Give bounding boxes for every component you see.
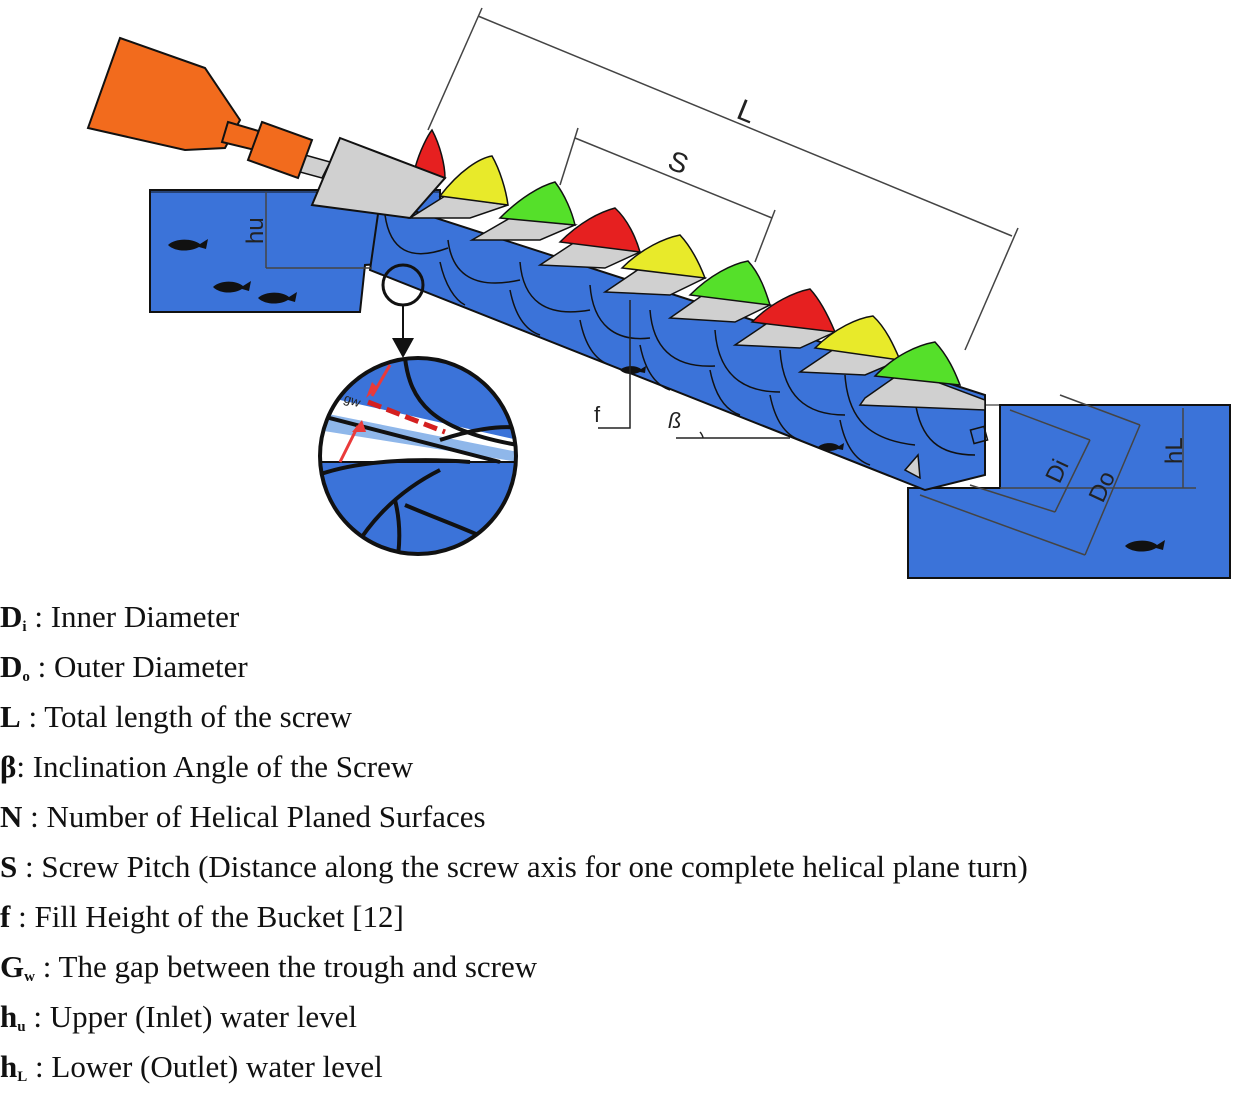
legend-symbol-subscript: L xyxy=(17,1069,28,1085)
legend-symbol: hL xyxy=(0,1049,28,1085)
legend-separator: : xyxy=(29,649,55,684)
blade-tip-yellow xyxy=(813,315,902,361)
legend-separator: : xyxy=(34,949,59,984)
blade-tip-green xyxy=(498,181,576,226)
legend-symbol-letter: h xyxy=(0,999,18,1034)
legend-item: Do : Outer Diameter xyxy=(0,642,1246,692)
legend-separator: : xyxy=(25,999,50,1034)
legend-symbol-letter: L xyxy=(0,699,21,734)
legend-description: The gap between the trough and screw xyxy=(58,949,538,984)
detail-arrowhead xyxy=(392,338,414,358)
legend-description: Screw Pitch (Distance along the screw ax… xyxy=(41,849,1028,884)
legend-symbol: N xyxy=(0,799,22,834)
legend-symbol-letter: h xyxy=(0,1049,18,1084)
legend-symbol: S xyxy=(0,849,17,884)
legend-item: N : Number of Helical Planed Surfaces xyxy=(0,792,1246,842)
blade-tip-red xyxy=(414,128,446,180)
dimension-diameters xyxy=(919,394,1141,556)
legend-symbol-letter: D xyxy=(0,649,23,684)
legend-description: Lower (Outlet) water level xyxy=(51,1049,383,1084)
legend-description: Number of Helical Planed Surfaces xyxy=(46,799,486,834)
label-L: L xyxy=(732,93,760,130)
legend-item: f : Fill Height of the Bucket [12] xyxy=(0,892,1246,942)
fish-icon xyxy=(168,239,1165,552)
blade-tip-yellow xyxy=(620,234,707,279)
legend-description: Fill Height of the Bucket [12] xyxy=(34,899,404,934)
legend-symbol: β xyxy=(0,749,16,784)
gap-line xyxy=(367,399,446,435)
legend-item: hL : Lower (Outlet) water level xyxy=(0,1042,1246,1092)
motor-gearbox xyxy=(86,36,314,180)
legend-description: Upper (Inlet) water level xyxy=(49,999,357,1034)
colored-blade-tips xyxy=(414,128,962,386)
detail-zoom xyxy=(318,356,518,556)
dimension-f xyxy=(598,300,631,429)
dimension-S xyxy=(559,127,776,263)
legend-symbol-letter: f xyxy=(0,899,11,934)
legend-item: Gw : The gap between the trough and scre… xyxy=(0,942,1246,992)
legend-symbol-subscript: i xyxy=(22,619,27,635)
blade-tip-red xyxy=(558,207,642,253)
screw-diagram: L S f ß hu hL Di Do xyxy=(86,7,1231,579)
legend-separator: : xyxy=(26,599,51,634)
legend-description: Total length of the screw xyxy=(44,699,352,734)
legend-description: Inclination Angle of the Screw xyxy=(32,749,414,784)
legend-symbol-letter: N xyxy=(0,799,23,834)
blade-tip-red xyxy=(750,288,837,333)
label-hu: hu xyxy=(242,217,269,244)
lower-bearing-support xyxy=(903,453,921,480)
blade-tip-yellow xyxy=(438,155,509,206)
legend-symbol-subscript: w xyxy=(24,969,35,985)
upper-housing xyxy=(310,136,447,220)
legend-item: Di : Inner Diameter xyxy=(0,592,1246,642)
dimension-hu xyxy=(265,192,372,269)
legend-symbol-letter: G xyxy=(0,949,25,984)
legend-symbol: Do xyxy=(0,649,30,685)
legend-symbol: Gw xyxy=(0,949,35,985)
label-S: S xyxy=(664,145,693,181)
label-hL: hL xyxy=(1161,437,1188,464)
dimension-L xyxy=(427,7,1019,351)
legend-separator: : xyxy=(10,899,35,934)
angle-beta xyxy=(676,431,790,439)
legend-symbol-letter: β xyxy=(0,749,17,784)
legend-symbol-subscript: u xyxy=(17,1019,26,1035)
legend-symbol: L xyxy=(0,699,21,734)
legend-separator: : xyxy=(22,799,47,834)
legend-separator: : xyxy=(27,1049,52,1084)
label-f: f xyxy=(594,402,601,427)
legend-item: β: Inclination Angle of the Screw xyxy=(0,742,1246,792)
legend-symbol: f xyxy=(0,899,10,934)
legend-separator: : xyxy=(20,699,45,734)
label-beta: ß xyxy=(668,408,681,433)
legend-item: S : Screw Pitch (Distance along the scre… xyxy=(0,842,1246,892)
legend-item: L : Total length of the screw xyxy=(0,692,1246,742)
lower-bearing xyxy=(969,425,989,445)
legend-symbol: hu xyxy=(0,999,26,1035)
dimension-hL xyxy=(1000,408,1196,489)
legend-item: hu : Upper (Inlet) water level xyxy=(0,992,1246,1042)
screw-flights xyxy=(384,214,976,466)
blade-tip-green xyxy=(688,260,772,306)
legend-description: Outer Diameter xyxy=(54,649,248,684)
legend-symbol-letter: S xyxy=(0,849,18,884)
label-gw: gw xyxy=(342,390,363,410)
inlet-water-basin xyxy=(149,189,441,313)
legend-symbol: Di xyxy=(0,599,27,635)
blade-tip-green xyxy=(873,341,962,386)
legend-symbol-subscript: o xyxy=(22,669,30,685)
legend-description: Inner Diameter xyxy=(50,599,240,634)
legend-symbol-letter: D xyxy=(0,599,23,634)
legend-separator: : xyxy=(16,749,33,784)
legend-separator: : xyxy=(17,849,42,884)
